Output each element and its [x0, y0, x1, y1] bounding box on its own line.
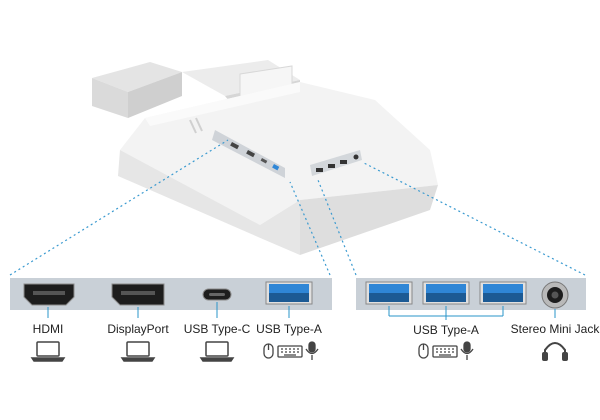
usb-a-label: USB Type-A: [256, 322, 322, 336]
microphone-icon: [460, 341, 474, 360]
displayport-port-icon: [111, 283, 165, 306]
keyboard-icon: [432, 345, 458, 358]
headphones-icon: [542, 342, 568, 361]
usb-a-port-icon: [265, 281, 313, 305]
usb-a-port-icon: [365, 281, 413, 305]
connector-lines: [47, 302, 556, 320]
usb-c-port-icon: [202, 288, 232, 301]
stereo-jack-label: Stereo Mini Jack: [510, 322, 600, 336]
usb-a-port-icon: [479, 281, 527, 305]
monitor-body: [118, 82, 438, 255]
hdmi-label: HDMI: [32, 322, 64, 336]
usb-c-label: USB Type-C: [183, 322, 251, 336]
usb-a-group-label: USB Type-A: [413, 323, 479, 337]
leader-lines: [9, 139, 586, 276]
hdmi-port-icon: [23, 283, 75, 306]
laptop-icon: [120, 341, 156, 362]
laptop-icon: [30, 341, 66, 362]
audio-jack-icon: [541, 281, 569, 309]
laptop-icon: [199, 341, 235, 362]
usb-a-port-icon: [422, 281, 470, 305]
displayport-label: DisplayPort: [107, 322, 169, 336]
mouse-icon: [263, 343, 274, 359]
microphone-icon: [305, 341, 319, 360]
mouse-icon: [418, 343, 429, 359]
keyboard-icon: [277, 345, 303, 358]
